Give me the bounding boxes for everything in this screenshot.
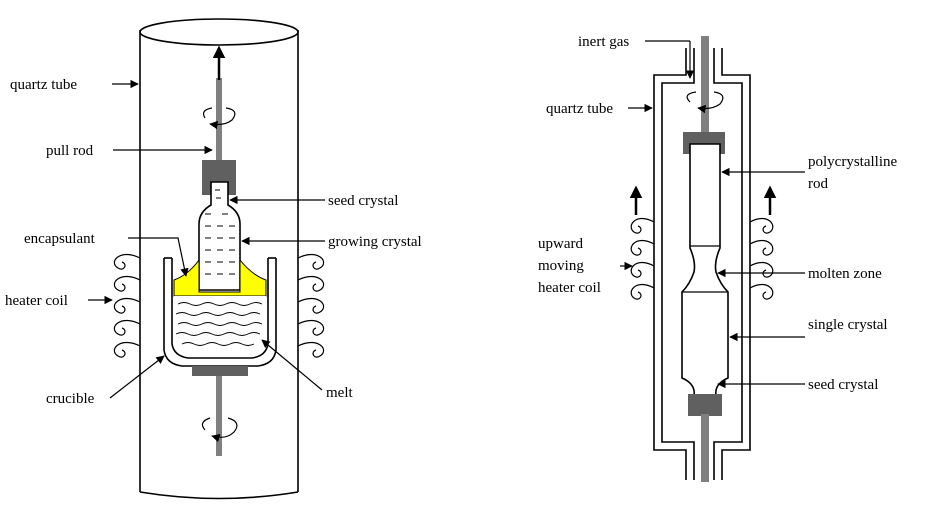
label-molten-zone: molten zone bbox=[808, 266, 882, 282]
label-seed-crystal-right: seed crystal bbox=[808, 377, 878, 393]
label-inert-gas: inert gas bbox=[578, 34, 629, 50]
quartz-tube-left bbox=[139, 18, 299, 500]
rotation-arrow-bottom bbox=[201, 417, 238, 437]
label-melt: melt bbox=[326, 385, 353, 401]
lower-rod bbox=[701, 414, 709, 482]
pull-rod bbox=[204, 45, 236, 162]
heater-coil-upward-left bbox=[630, 217, 655, 300]
label-quartz-tube-left: quartz tube bbox=[10, 77, 77, 93]
crystal-rod bbox=[681, 143, 729, 411]
crucible-holder bbox=[192, 366, 248, 376]
float-zone-apparatus: inert gas quartz tube polycrystalline ro… bbox=[538, 34, 897, 482]
label-crucible: crucible bbox=[46, 391, 95, 407]
label-heater-coil: heater coil bbox=[5, 293, 68, 309]
label-upward: upward bbox=[538, 236, 583, 252]
heater-coil-upward-right bbox=[749, 217, 774, 300]
heater-coil-right bbox=[297, 253, 325, 358]
label-polycrystalline: polycrystalline bbox=[808, 154, 897, 170]
label-pull-rod: pull rod bbox=[46, 143, 94, 159]
label-single-crystal: single crystal bbox=[808, 317, 888, 333]
heater-coil-left bbox=[113, 253, 141, 358]
melt bbox=[174, 296, 266, 356]
label-seed-crystal-left: seed crystal bbox=[328, 193, 398, 209]
lower-holder bbox=[688, 394, 722, 416]
label-heater-coil-right: heater coil bbox=[538, 280, 601, 296]
label-rod: rod bbox=[808, 176, 828, 192]
bottom-rod bbox=[216, 376, 222, 456]
label-encapsulant: encapsulant bbox=[24, 231, 96, 247]
label-growing-crystal: growing crystal bbox=[328, 234, 422, 250]
rotation-arrow-top bbox=[686, 91, 724, 109]
label-quartz-tube-right: quartz tube bbox=[546, 101, 613, 117]
growing-crystal bbox=[198, 181, 241, 291]
label-moving: moving bbox=[538, 258, 584, 274]
czochralski-apparatus: quartz tube pull rod seed crystal encaps… bbox=[5, 18, 422, 500]
upper-rod bbox=[701, 36, 709, 134]
